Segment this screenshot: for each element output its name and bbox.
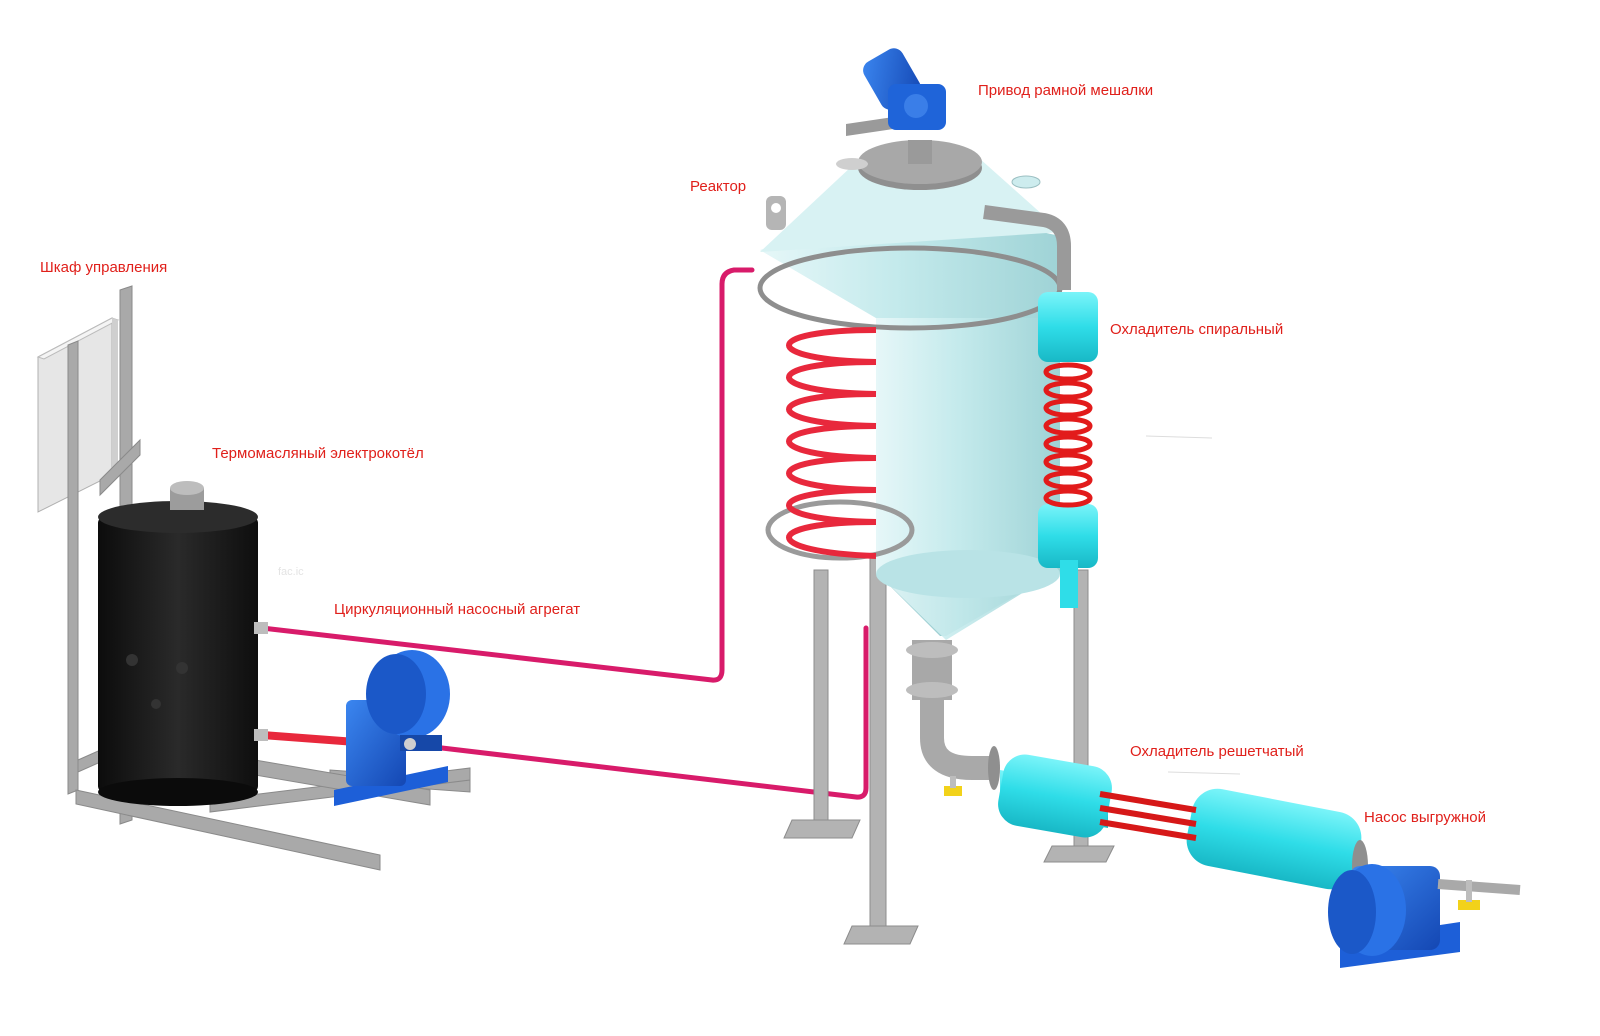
label-spiral-cooler: Охладитель спиральный (1110, 321, 1284, 338)
discharge-pump (1328, 864, 1521, 968)
drain-valve-icon (944, 776, 962, 796)
grid-cooler (998, 754, 1368, 892)
label-discharge-pump: Насос выгружной (1364, 809, 1486, 826)
thermal-oil-boiler (98, 481, 258, 806)
reactor-heating-coil (786, 327, 877, 559)
label-grid-cooler: Охладитель решетчатый (1130, 743, 1304, 760)
reactor-vessel (757, 140, 1071, 790)
hot-oil-pipes (254, 267, 869, 800)
label-circulation-pump: Циркуляционный насосный агрегат (334, 601, 581, 618)
spiral-cooler (1038, 292, 1098, 608)
label-boiler: Термомасляный электрокотёл (212, 445, 424, 462)
label-control-cabinet: Шкаф управления (40, 259, 168, 276)
circulation-pump (334, 650, 450, 806)
label-agitator-drive: Привод рамной мешалки (978, 82, 1154, 99)
faint-background-marks (1145, 435, 1241, 775)
label-reactor: Реактор (690, 178, 747, 195)
agitator-drive (846, 48, 946, 136)
faint-mark: fac.ic (278, 566, 304, 578)
